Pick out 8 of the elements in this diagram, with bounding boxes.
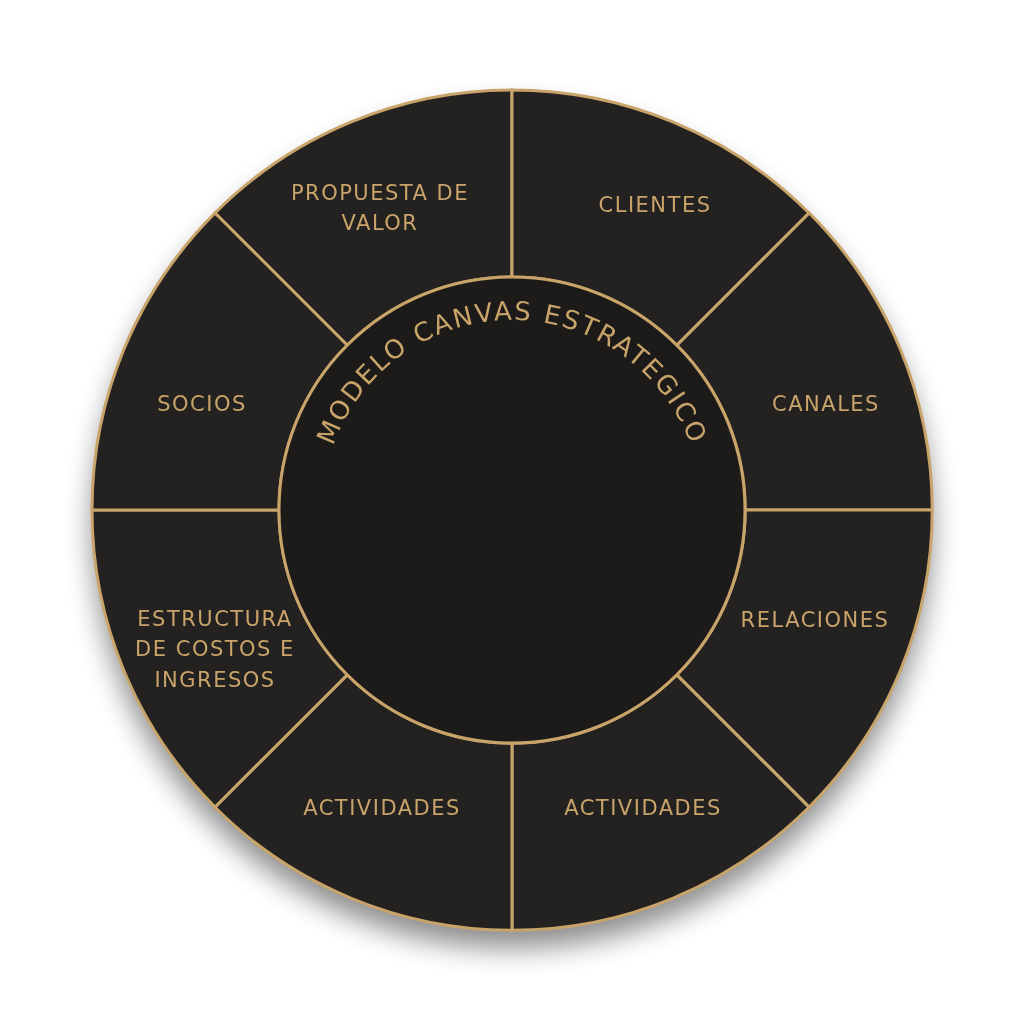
sector-label: ESTRUCTURA DE COSTOS E INGRESOS bbox=[134, 606, 296, 695]
sector-label: CANALES bbox=[771, 390, 881, 418]
sector-label: CLIENTES bbox=[597, 191, 713, 219]
sector-label: PROPUESTA DE VALOR bbox=[289, 179, 471, 237]
sector-label: ACTIVIDADES bbox=[302, 794, 462, 822]
sector-label: SOCIOS bbox=[156, 390, 248, 418]
sector-label: RELACIONES bbox=[739, 606, 891, 634]
sector-label: ACTIVIDADES bbox=[563, 794, 723, 822]
